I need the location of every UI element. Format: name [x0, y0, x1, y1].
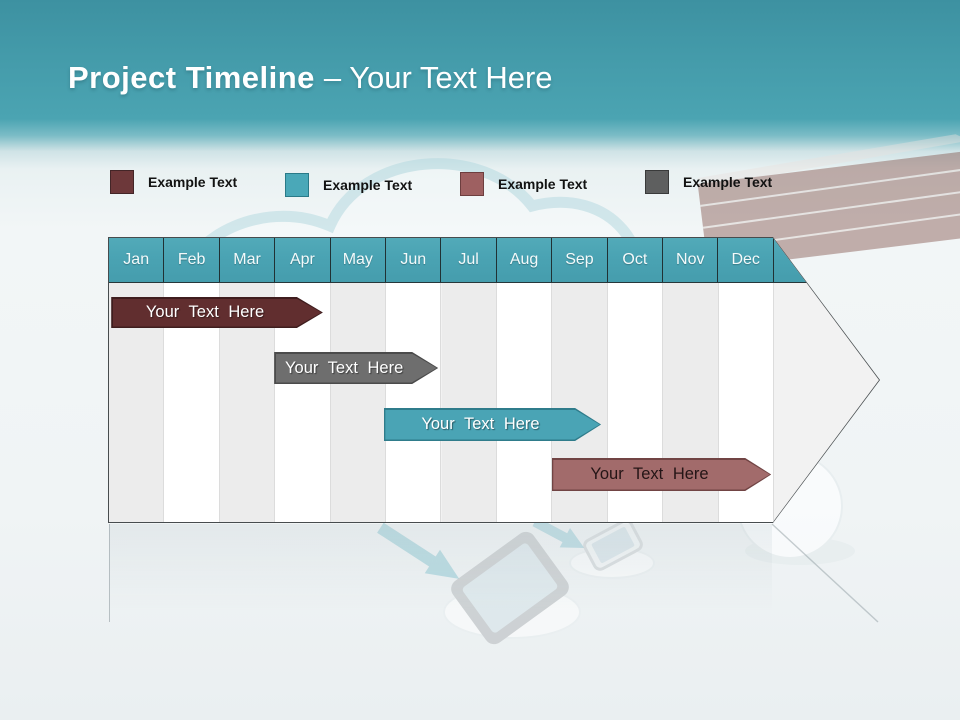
- month-label: Apr: [289, 251, 315, 268]
- bar-label: Your Text Here: [113, 299, 322, 327]
- legend-label: Example Text: [683, 173, 773, 190]
- month-label: Nov: [676, 251, 705, 268]
- month-header-row: Jan Feb Mar Apr May Jun Jul Aug Sep Oct Nov Dec: [109, 238, 879, 283]
- month-cell-jul: Jul: [441, 238, 497, 282]
- page-title[interactable]: Project Timeline– Your Text Here: [68, 58, 553, 98]
- timeline-bar-1[interactable]: Your Text Here: [111, 297, 323, 328]
- title-placeholder-text: – Your Text Here: [323, 60, 553, 95]
- legend-swatch: [110, 169, 134, 194]
- month-cell-oct: Oct: [608, 238, 664, 282]
- arrow-reflection-line: [771, 523, 879, 623]
- month-label: Jan: [123, 251, 150, 268]
- month-cell-sep: Sep: [552, 238, 608, 282]
- legend-label: Example Text: [323, 176, 413, 193]
- legend-item-1[interactable]: Example Text: [110, 169, 237, 194]
- timeline-bar-2[interactable]: Your Text Here: [274, 352, 438, 384]
- legend-label: Example Text: [148, 173, 238, 190]
- month-label: Mar: [233, 251, 261, 268]
- month-cell-apr: Apr: [275, 238, 331, 282]
- body-column: [164, 238, 220, 522]
- timeline-bar-4[interactable]: Your Text Here: [552, 458, 771, 491]
- month-cell-dec: Dec: [718, 238, 774, 282]
- bar-label: Your Text Here: [385, 410, 599, 440]
- month-label: Jul: [458, 251, 479, 268]
- chart-arrow-outline: Jan Feb Mar Apr May Jun Jul Aug Sep Oct Nov Dec You…: [108, 237, 880, 523]
- month-label: May: [342, 251, 373, 268]
- title-bold-text: Project Timeline: [68, 60, 315, 95]
- month-cell-nov: Nov: [663, 238, 719, 282]
- month-label: Oct: [622, 251, 648, 268]
- timeline-chart[interactable]: Jan Feb Mar Apr May Jun Jul Aug Sep Oct Nov Dec You…: [108, 237, 880, 523]
- month-cell-jun: Jun: [386, 238, 442, 282]
- legend-swatch: [460, 171, 484, 196]
- legend-item-4[interactable]: Example Text: [645, 169, 772, 194]
- body-column: [109, 238, 165, 522]
- month-label: Aug: [509, 251, 539, 268]
- month-label: Dec: [731, 251, 760, 268]
- month-label: Sep: [565, 251, 594, 268]
- month-cell-aug: Aug: [497, 238, 553, 282]
- chart-reflection: [109, 524, 772, 622]
- month-label: Jun: [400, 251, 427, 268]
- legend-item-2[interactable]: Example Text: [285, 172, 412, 197]
- legend-item-3[interactable]: Example Text: [460, 171, 587, 196]
- legend-swatch: [645, 169, 669, 194]
- month-cell-feb: Feb: [164, 238, 220, 282]
- month-cell-may: May: [331, 238, 387, 282]
- bar-label: Your Text Here: [276, 354, 437, 383]
- legend-label: Example Text: [498, 175, 588, 192]
- timeline-bar-3[interactable]: Your Text Here: [384, 408, 601, 441]
- chart-arrow-body: Jan Feb Mar Apr May Jun Jul Aug Sep Oct Nov Dec You…: [109, 238, 879, 522]
- month-cell-mar: Mar: [220, 238, 276, 282]
- legend-swatch: [285, 172, 309, 197]
- body-column: [496, 238, 553, 522]
- body-column: [441, 238, 497, 522]
- bar-label: Your Text Here: [553, 460, 769, 490]
- month-label: Feb: [177, 251, 206, 268]
- month-cell-jan: Jan: [109, 238, 165, 282]
